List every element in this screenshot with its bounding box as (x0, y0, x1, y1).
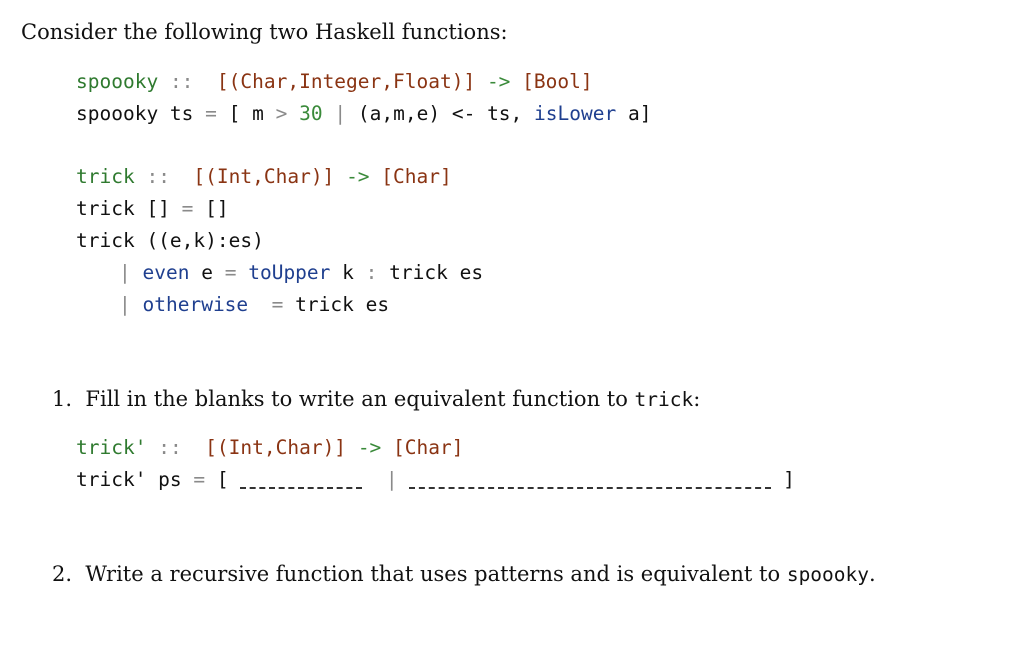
trick-guard-even: | even e = toUpper k : trick es (119, 261, 484, 284)
blank-generators-guards[interactable] (409, 473, 772, 489)
trick-prime-signature: trick' :: [(Int,Char)] -> [Char] (76, 436, 464, 459)
spoooky-name: spoooky (76, 70, 159, 93)
trick-recursive-case: trick ((e,k):es) (76, 229, 264, 252)
question-1: 1. Fill in the blanks to write an equiva… (52, 387, 701, 411)
spoooky-signature: spoooky :: [(Char,Integer,Float)] -> [Bo… (76, 70, 593, 93)
trick-name: trick (76, 165, 135, 188)
trick-signature: trick :: [(Int,Char)] -> [Char] (76, 165, 452, 188)
spoooky-ret-type: [Bool] (522, 70, 593, 93)
trick-guard-otherwise: | otherwise = trick es (119, 293, 390, 316)
spoooky-definition: spoooky ts = [ m > 30 | (a,m,e) <- ts, i… (76, 102, 652, 125)
intro-text: Consider the following two Haskell funct… (21, 20, 508, 44)
question-2: 2. Write a recursive function that uses … (52, 562, 876, 586)
spoooky-arg-type: [(Char,Integer,Float)] (216, 70, 476, 93)
trick-base-case: trick [] = [] (76, 197, 229, 220)
blank-expression[interactable] (240, 473, 363, 489)
trick-prime-definition: trick' ps = [ | ] (76, 468, 795, 491)
